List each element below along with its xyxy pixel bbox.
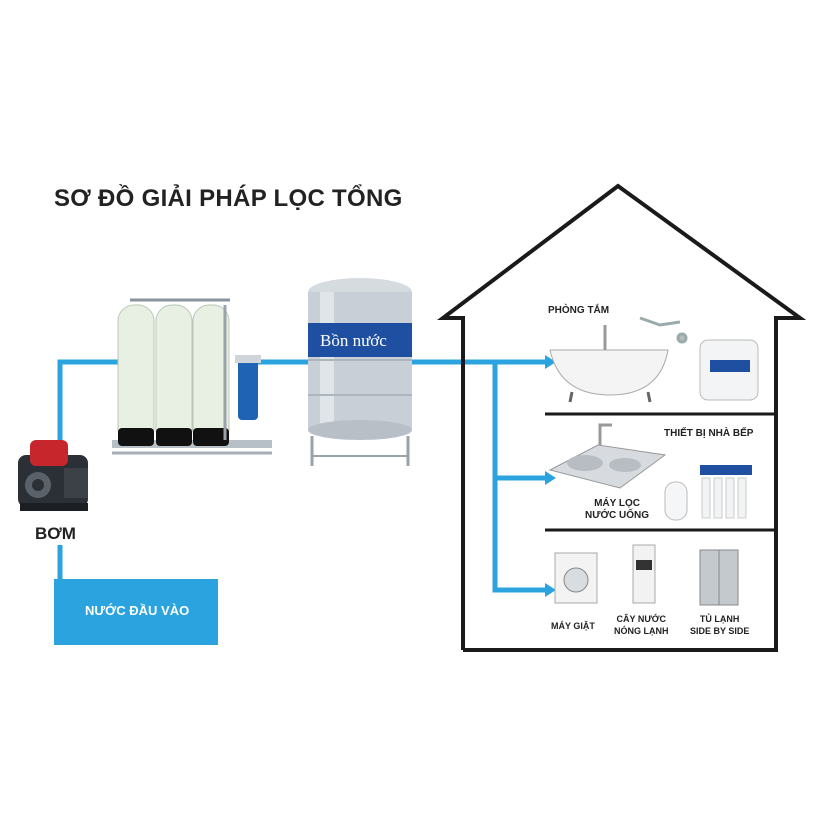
inlet-box: [54, 579, 218, 645]
arrow-kitchen: [545, 471, 556, 485]
filter-tank-2: [155, 304, 193, 446]
washing-machine-icon: [554, 552, 598, 604]
fridge-label-line1: TỦ LẠNH: [699, 614, 740, 624]
house: [437, 183, 807, 652]
tank-label: Bồn nước: [320, 331, 387, 350]
washer-label: MÁY GIẶT: [551, 621, 595, 631]
ro-filter-icon: [664, 465, 752, 521]
tank-band: [308, 323, 412, 357]
kitchen-label: THIẾT BỊ NHÀ BẾP: [664, 428, 754, 439]
bathroom-label: PHÒNG TẮM: [548, 305, 610, 316]
page-title: SƠ ĐỒ GIẢI PHÁP LỌC TỔNG: [54, 185, 403, 212]
water-pipes: [57, 359, 545, 640]
water-dispenser-icon: [632, 544, 656, 604]
filter-system-icon: [112, 298, 272, 455]
ro-filter-label: MÁY LỌC NƯỚC UỐNG: [585, 498, 649, 522]
fridge-label: TỦ LẠNH SIDE BY SIDE: [690, 613, 749, 637]
inlet-label: NƯỚC ĐẦU VÀO: [85, 603, 190, 618]
ro-filter-label-line1: MÁY LỌC: [594, 498, 640, 509]
bathtub-icon: [549, 325, 669, 403]
sink-icon: [548, 423, 667, 489]
filter-tank-3: [192, 304, 230, 446]
house-outline: [437, 183, 807, 652]
branch-riser: [492, 362, 545, 593]
dispenser-label: CÂY NƯỚC NÓNG LẠNH: [614, 613, 669, 637]
arrow-bathroom: [545, 355, 556, 369]
fridge-label-line2: SIDE BY SIDE: [690, 626, 750, 636]
dispenser-label-line2: NÓNG LẠNH: [614, 626, 669, 636]
pump-to-filter-pipe: [57, 359, 118, 455]
water-heater-icon: [699, 339, 759, 401]
fridge-icon: [699, 549, 739, 606]
storage-tank-icon: [308, 278, 412, 466]
ro-filter-label-line2: NƯỚC UỐNG: [585, 510, 650, 521]
arrow-laundry: [545, 583, 556, 597]
filter-tank-1: [117, 304, 155, 446]
pump-icon: [18, 440, 88, 511]
dispenser-label-line1: CÂY NƯỚC: [616, 614, 666, 624]
shower-faucet-icon: [639, 316, 688, 344]
pump-label: BƠM: [35, 524, 76, 543]
